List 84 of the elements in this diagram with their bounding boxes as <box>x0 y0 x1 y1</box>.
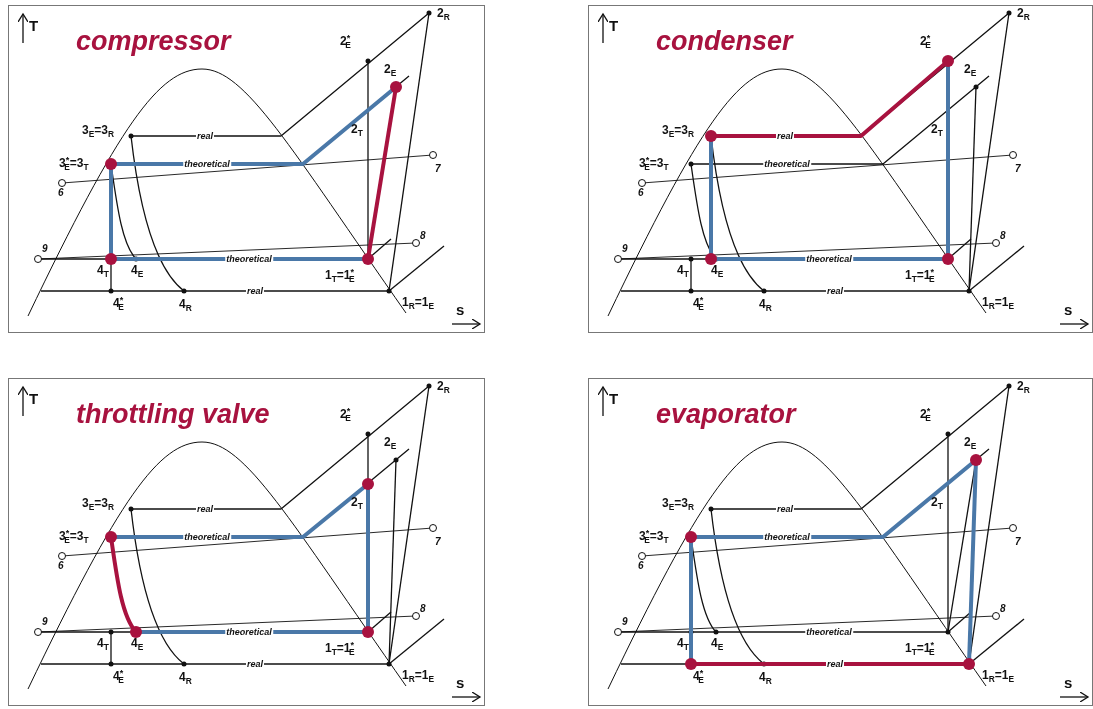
point-label: 3$^{*}$$_{E}$=3$_{T}$ <box>639 529 669 545</box>
line-label: real <box>246 286 264 296</box>
chart-panel <box>8 378 485 706</box>
axis-label: s <box>456 302 465 317</box>
line-label: theoretical <box>805 627 853 637</box>
axis-label: T <box>29 391 39 406</box>
line-label: real <box>826 659 844 669</box>
point-label: 2$_{R}$ <box>437 7 450 22</box>
point-label: 4$_{R}$ <box>759 298 772 313</box>
panel-title: compressor <box>76 28 231 55</box>
panel-title: evaporator <box>656 401 796 428</box>
point-label: 3$^{*}$$_{E}$=3$_{T}$ <box>59 156 89 172</box>
point-label: 3$_{E}$=3$_{R}$ <box>662 497 695 512</box>
point-label: 4$_{E}$ <box>131 637 144 652</box>
point-label: 4$_{R}$ <box>179 671 192 686</box>
isobar-number: 7 <box>1015 164 1021 174</box>
panel-title: condenser <box>656 28 793 55</box>
isobar-number: 7 <box>435 537 441 547</box>
point-label: 2$_{R}$ <box>1017 380 1030 395</box>
line-label: real <box>776 504 794 514</box>
line-label: real <box>246 659 264 669</box>
point-label: 2$_{T}$ <box>931 496 943 511</box>
isobar-number: 8 <box>420 231 426 241</box>
isobar-number: 6 <box>638 561 644 571</box>
isobar-number: 9 <box>42 244 48 254</box>
point-label: 4$_{T}$ <box>677 637 689 652</box>
line-label: real <box>776 131 794 141</box>
axis-label: s <box>1064 302 1073 317</box>
point-label: 1$_{R}$=1$_{E}$ <box>402 669 435 684</box>
point-label: 2$_{E}$ <box>384 436 397 451</box>
point-label: 2$_{R}$ <box>1017 7 1030 22</box>
point-label: 2$_{E}$ <box>964 63 977 78</box>
line-label: real <box>196 131 214 141</box>
isobar-number: 6 <box>58 188 64 198</box>
isobar-number: 6 <box>58 561 64 571</box>
point-label: 4$_{E}$ <box>131 264 144 279</box>
panel-title: throttling valve <box>76 401 270 428</box>
point-label: 2$_{E}$ <box>964 436 977 451</box>
point-label: 4$_{T}$ <box>97 637 109 652</box>
isobar-number: 9 <box>42 617 48 627</box>
line-label: theoretical <box>763 159 811 169</box>
isobar-number: 7 <box>435 164 441 174</box>
chart-panel <box>588 378 1093 706</box>
isobar-number: 7 <box>1015 537 1021 547</box>
line-label: real <box>826 286 844 296</box>
axis-label: s <box>1064 675 1073 690</box>
point-label: 3$^{*}$$_{E}$=3$_{T}$ <box>639 156 669 172</box>
axis-label: T <box>29 18 39 33</box>
isobar-number: 6 <box>638 188 644 198</box>
line-label: theoretical <box>225 254 273 264</box>
point-label: 4$_{R}$ <box>179 298 192 313</box>
point-label: 2$_{T}$ <box>931 123 943 138</box>
point-label: 3$_{E}$=3$_{R}$ <box>82 497 115 512</box>
point-label: 4$_{T}$ <box>677 264 689 279</box>
point-label: 3$_{E}$=3$_{R}$ <box>662 124 695 139</box>
isobar-number: 9 <box>622 244 628 254</box>
point-label: 2$_{E}$ <box>384 63 397 78</box>
axis-label: T <box>609 391 619 406</box>
point-label: 4$_{E}$ <box>711 264 724 279</box>
isobar-number: 9 <box>622 617 628 627</box>
line-label: theoretical <box>183 532 231 542</box>
point-label: 4$_{E}$ <box>711 637 724 652</box>
point-label: 3$_{E}$=3$_{R}$ <box>82 124 115 139</box>
point-label: 1$_{R}$=1$_{E}$ <box>982 296 1015 311</box>
line-label: theoretical <box>763 532 811 542</box>
axis-label: s <box>456 675 465 690</box>
point-label: 4$_{T}$ <box>97 264 109 279</box>
isobar-number: 8 <box>420 604 426 614</box>
chart-panel <box>8 5 485 333</box>
isobar-number: 8 <box>1000 604 1006 614</box>
point-label: 1$_{R}$=1$_{E}$ <box>982 669 1015 684</box>
point-label: 2$_{R}$ <box>437 380 450 395</box>
point-label: 2$_{T}$ <box>351 123 363 138</box>
point-label: 1$_{R}$=1$_{E}$ <box>402 296 435 311</box>
point-label: 3$^{*}$$_{E}$=3$_{T}$ <box>59 529 89 545</box>
axis-label: T <box>609 18 619 33</box>
line-label: theoretical <box>805 254 853 264</box>
point-label: 4$_{R}$ <box>759 671 772 686</box>
line-label: theoretical <box>183 159 231 169</box>
point-label: 2$_{T}$ <box>351 496 363 511</box>
isobar-number: 8 <box>1000 231 1006 241</box>
line-label: real <box>196 504 214 514</box>
chart-panel <box>588 5 1093 333</box>
line-label: theoretical <box>225 627 273 637</box>
